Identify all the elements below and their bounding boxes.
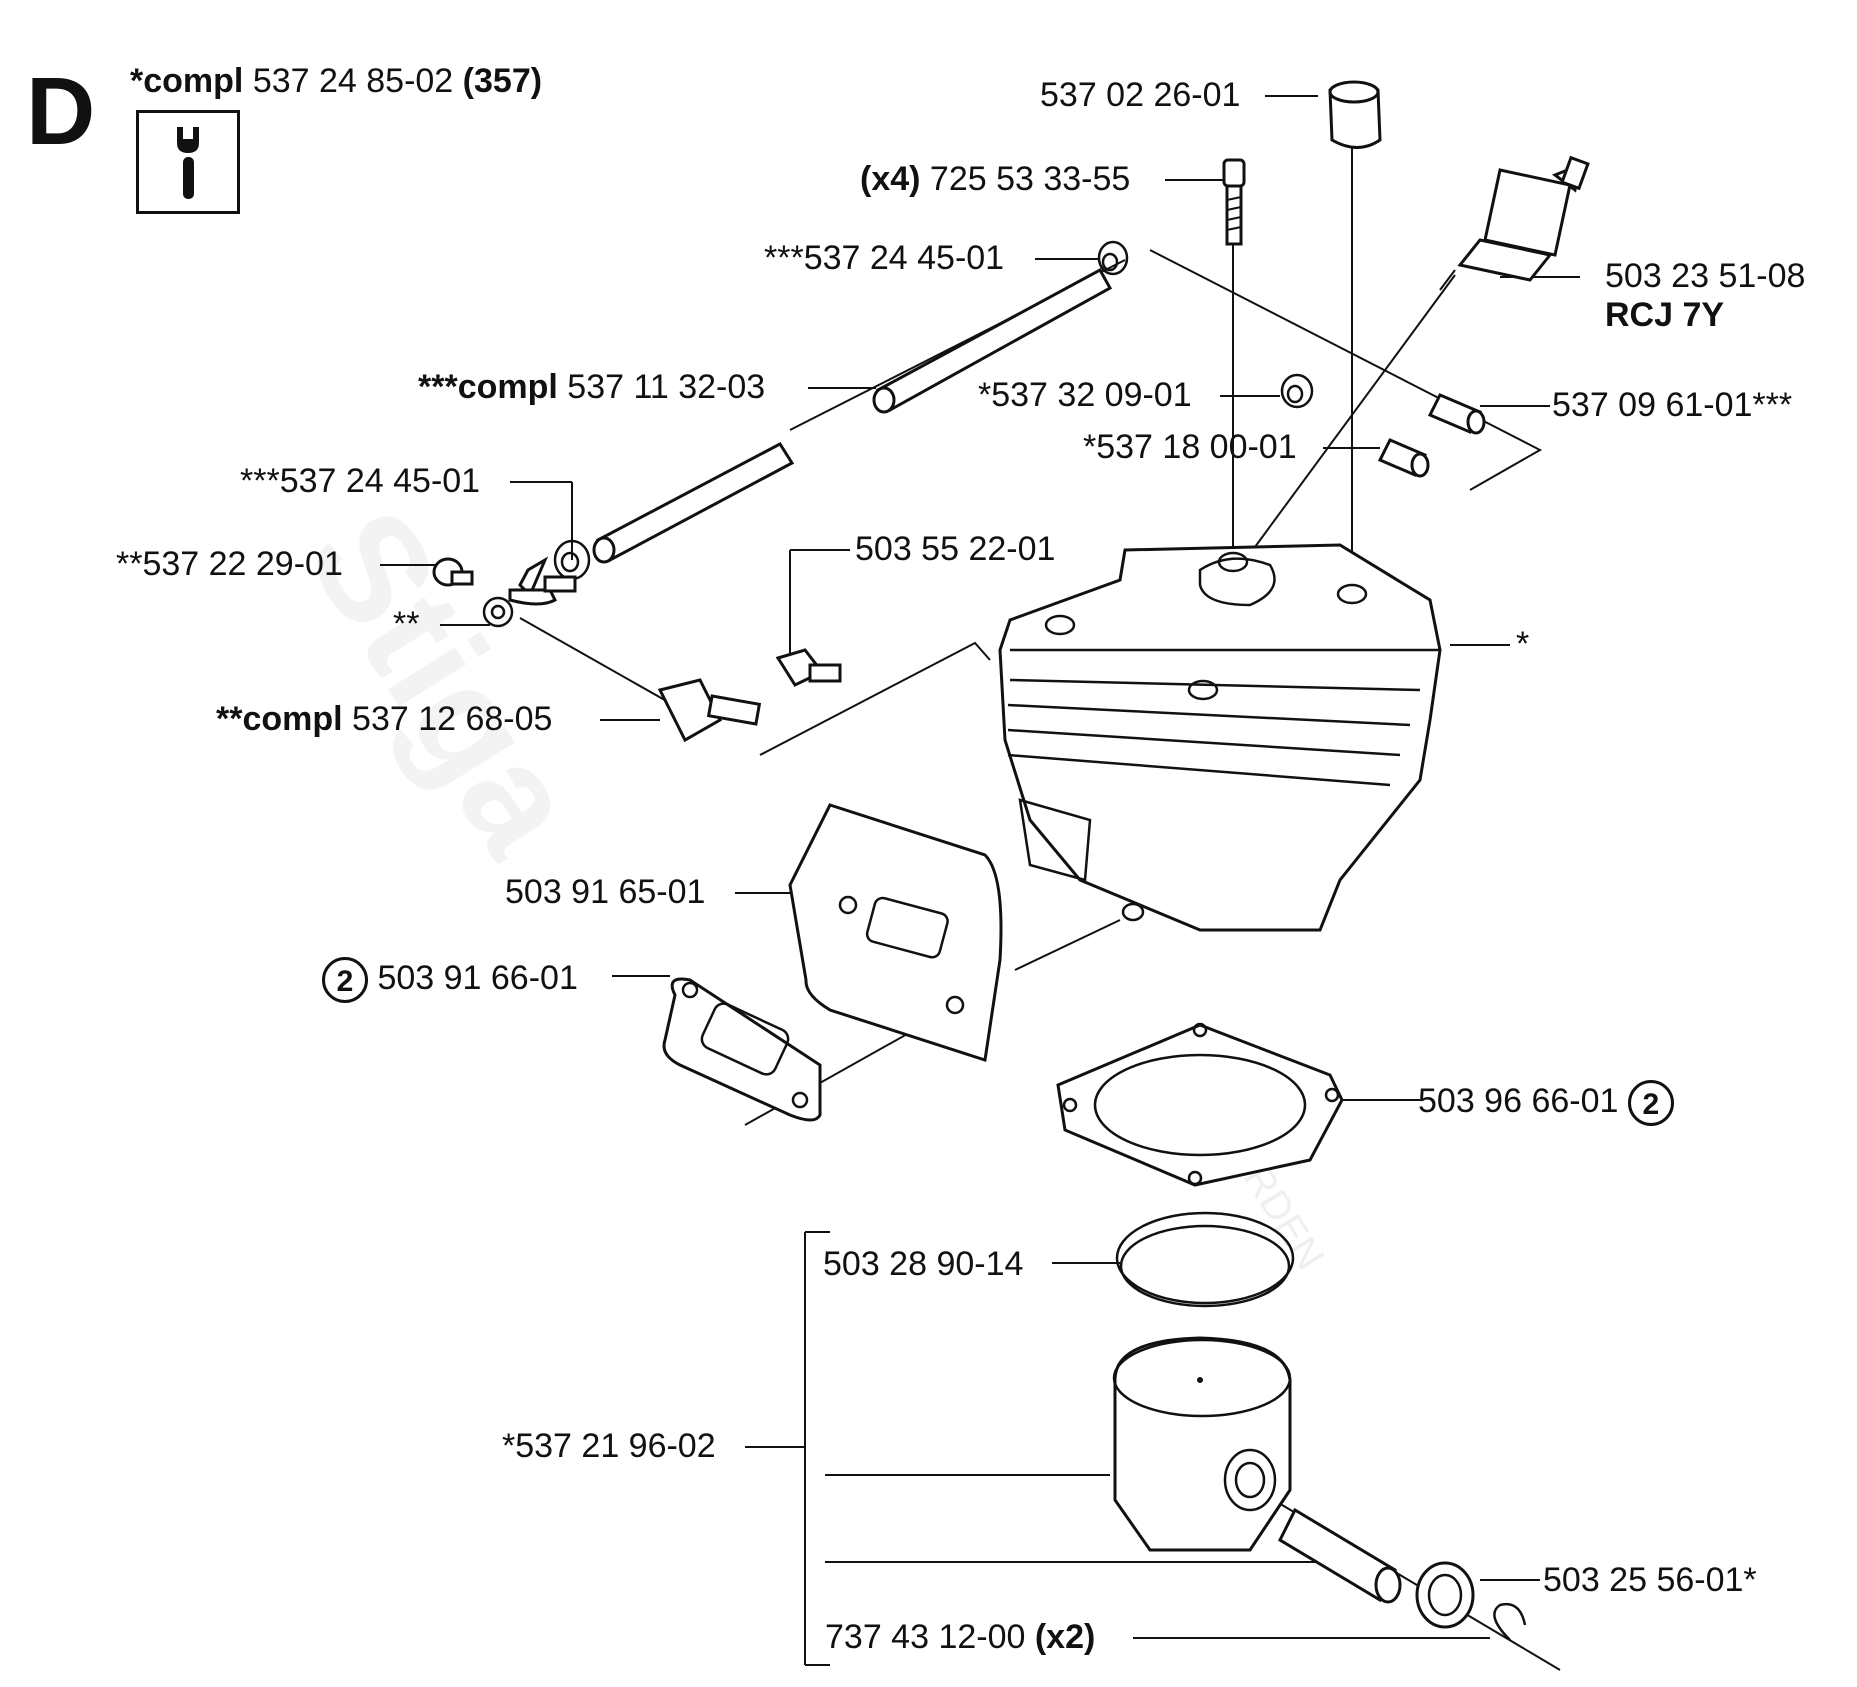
piston-pin-icon (1278, 1507, 1402, 1604)
label-circlip: 737 43 12-00 (x2) (825, 1620, 1095, 1654)
label-cylinder-gasket: 503 96 66-01 2 (1418, 1080, 1674, 1126)
muffler-gasket-icon (662, 977, 822, 1122)
label-cylinder: * (1516, 625, 1530, 663)
label-hose-prefix: ***compl (418, 368, 558, 406)
label-spark-plug: 503 23 51-08 (1605, 257, 1806, 295)
cylinder-icon (998, 543, 1442, 932)
clip-top-icon (1097, 240, 1129, 276)
label-muffler-gasket-number: 503 91 66-01 (377, 958, 578, 997)
valve-icon (508, 556, 577, 606)
bolt-icon (1222, 158, 1246, 246)
label-tube-small: *537 18 00-01 (1083, 428, 1297, 466)
label-hose-number: 537 11 32-03 (567, 368, 766, 406)
label-piston-kit: *537 21 96-02 (502, 1427, 716, 1465)
label-screw: **537 22 29-01 (116, 545, 343, 583)
label-clip-top: ***537 24 45-01 (764, 239, 1005, 277)
washer-icon (482, 596, 514, 628)
piston-icon (1112, 1336, 1292, 1552)
label-cylinder-gasket-number: 503 96 66-01 (1418, 1081, 1619, 1120)
screw-icon (432, 557, 474, 587)
valve-body-icon (657, 678, 762, 743)
heat-shield-icon (788, 803, 1003, 1062)
label-valve-number: 537 12 68-05 (352, 700, 553, 738)
tube-small-icon (1377, 438, 1430, 478)
circlip-icon (1493, 1602, 1527, 1641)
clip-small-icon (1280, 373, 1314, 409)
header-prefix: *compl (130, 62, 244, 100)
spark-plug-icon (1439, 155, 1590, 291)
plug-icon (775, 648, 842, 687)
label-sleeve: 537 09 61-01*** (1552, 386, 1793, 424)
label-hose: ***compl 537 11 32-03 (418, 370, 765, 404)
label-clip-mid: ***537 24 45-01 (240, 462, 481, 500)
label-valve: **compl 537 12 68-05 (216, 702, 552, 736)
cap-icon (1328, 80, 1382, 149)
label-bolt-number: 725 53 33-55 (929, 160, 1131, 198)
tool-box (136, 110, 240, 214)
wrench-icon (177, 127, 199, 199)
label-spark-plug-type: RCJ 7Y (1605, 296, 1725, 334)
label-bearing: 503 25 56-01* (1543, 1561, 1757, 1599)
label-bolt-qty: (x4) (860, 160, 921, 198)
section-letter: D (26, 58, 96, 165)
label-muffler-gasket: 2 503 91 66-01 (322, 957, 578, 1003)
label-clip-small: *537 32 09-01 (978, 376, 1192, 414)
label-heat-shield: 503 91 65-01 (505, 873, 706, 911)
cylinder-gasket-icon (1056, 1022, 1344, 1187)
bearing-icon (1415, 1561, 1475, 1629)
label-cap: 537 02 26-01 (1040, 76, 1241, 114)
assembly-header: *compl 537 24 85-02 (357) (130, 64, 542, 98)
sleeve-icon (1427, 393, 1486, 435)
label-valve-prefix: **compl (216, 700, 343, 738)
label-washer: ** (393, 605, 420, 643)
label-circlip-qty: (x2) (1034, 1618, 1096, 1656)
label-piston-ring: 503 28 90-14 (823, 1245, 1024, 1283)
header-suffix: (357) (462, 62, 543, 100)
ref-circle-icon: 2 (322, 957, 368, 1003)
header-number: 537 24 85-02 (252, 62, 454, 100)
piston-ring-icon (1115, 1211, 1295, 1308)
label-bolt: (x4) 725 53 33-55 (860, 162, 1130, 196)
label-plug: 503 55 22-01 (855, 530, 1056, 568)
label-circlip-number: 737 43 12-00 (825, 1618, 1026, 1656)
ref-circle-icon: 2 (1627, 1080, 1674, 1126)
hose-icon (592, 267, 1113, 564)
